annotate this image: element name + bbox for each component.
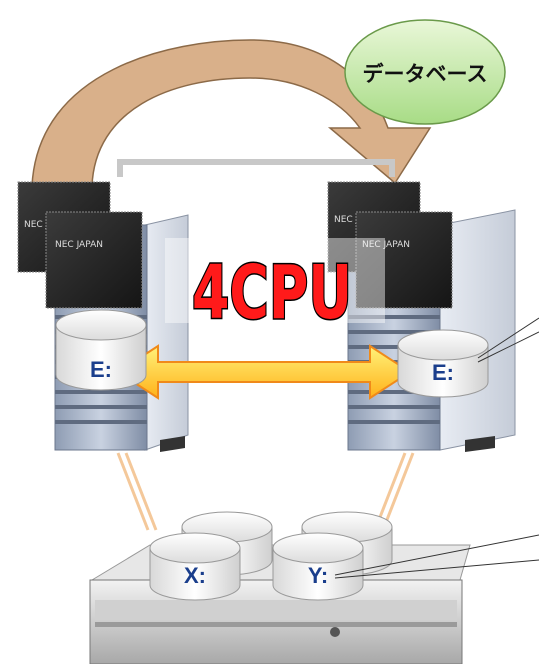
headline-4cpu: 4CPU xyxy=(192,250,352,336)
database-label: データベース xyxy=(363,62,488,86)
disk-label-x: X: xyxy=(184,563,206,588)
right-cpu-chip-front: NEC JAPAN xyxy=(355,211,453,309)
chip-brand-text: NEC JAPAN xyxy=(55,240,103,250)
left-server-disk: E: xyxy=(55,309,147,391)
callout-line-lower xyxy=(334,534,539,576)
disk-label-left-e: E: xyxy=(90,357,112,382)
disk-label-y: Y: xyxy=(308,563,328,588)
storage-links xyxy=(116,452,415,531)
storage-disk-y: Y: xyxy=(272,532,364,601)
right-server-disk: E: xyxy=(397,329,489,398)
disk-label-right-e: E: xyxy=(432,360,454,385)
chip-brand-text: NEC JAPAN xyxy=(362,240,410,250)
migration-curve-arrow xyxy=(31,39,432,187)
server-link-line xyxy=(117,159,395,177)
callout-line-upper xyxy=(477,317,539,359)
headline-backdrop xyxy=(165,238,385,323)
database-bubble: データベース xyxy=(344,19,506,125)
storage-disk-x: X: xyxy=(149,532,241,601)
left-cpu-chip-front: NEC JAPAN xyxy=(45,211,143,309)
